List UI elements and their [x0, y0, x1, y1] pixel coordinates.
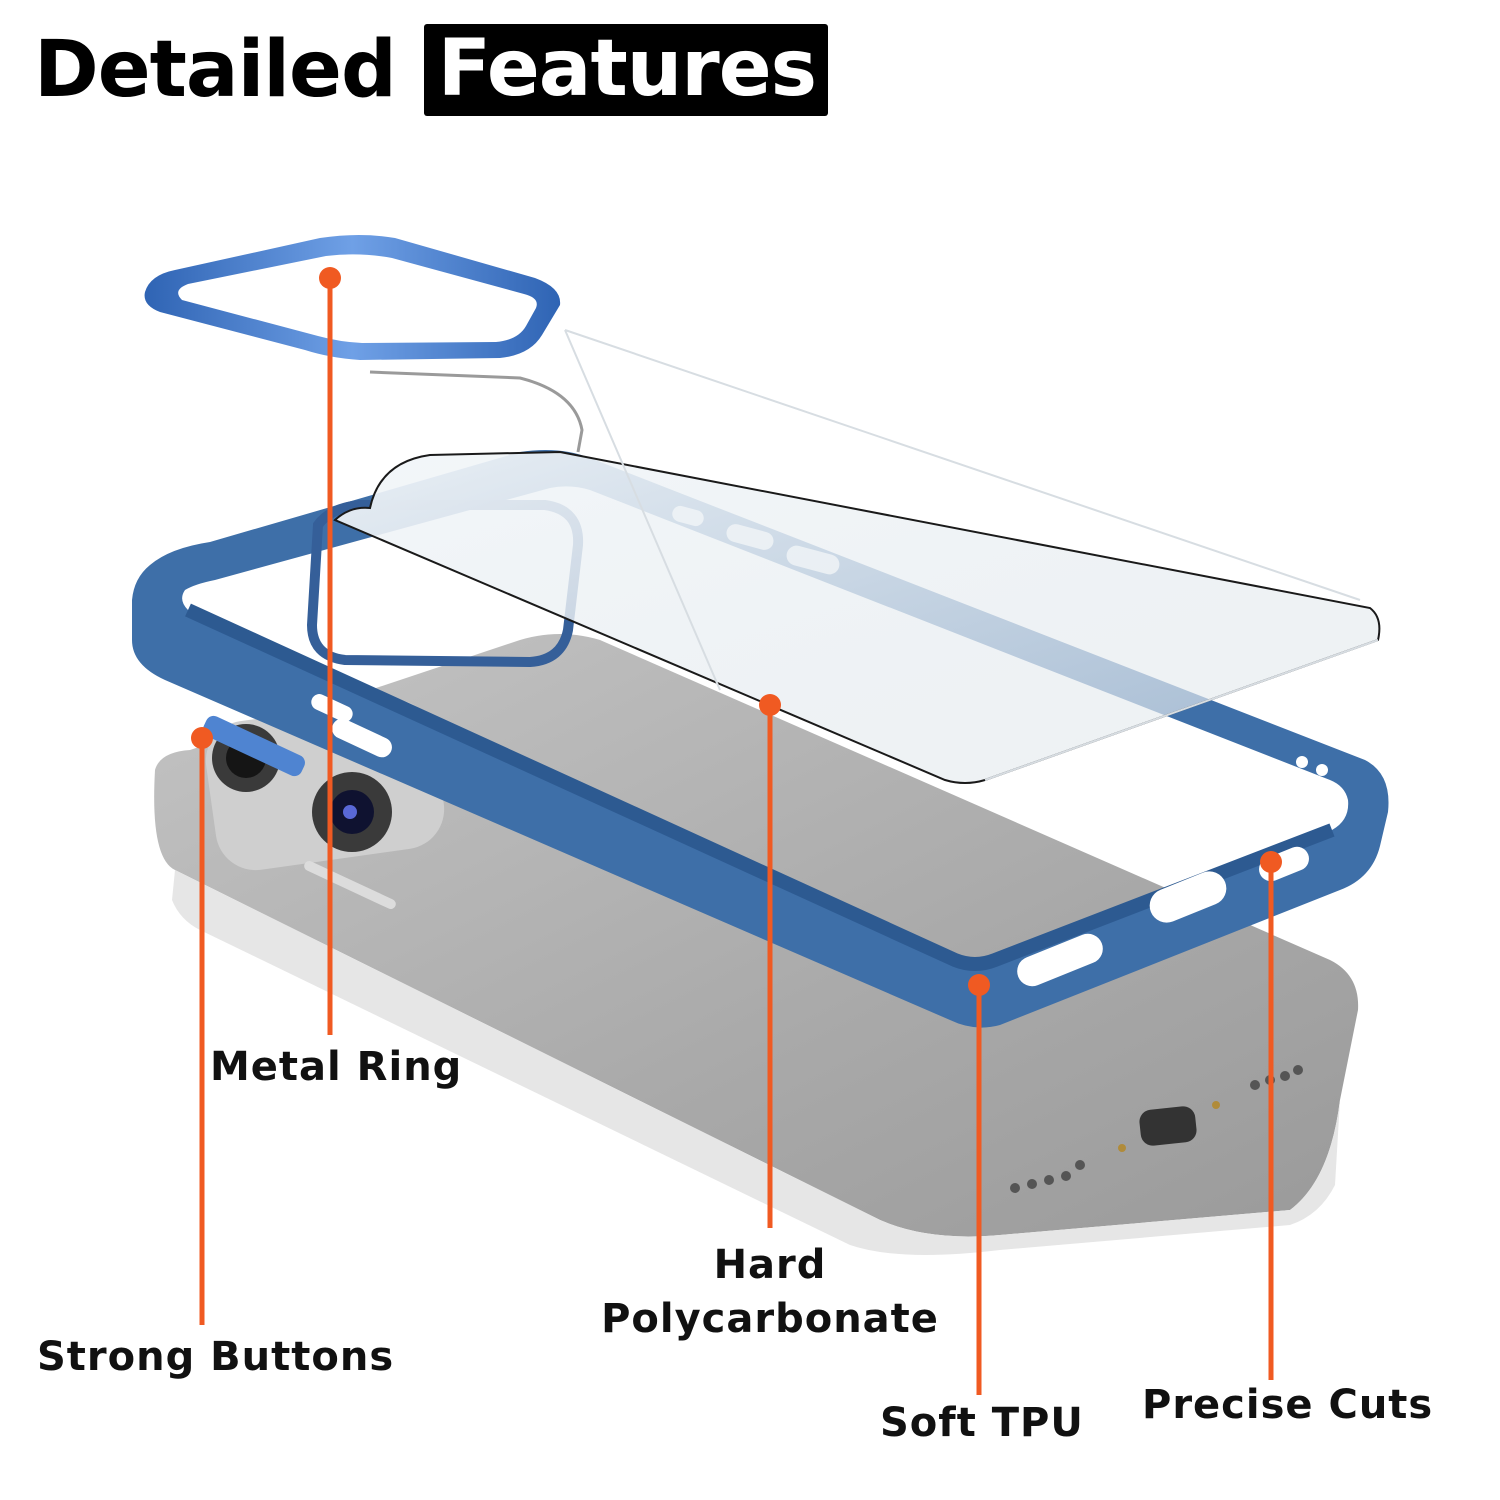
callout-label-precise-cuts: Precise Cuts — [1142, 1378, 1433, 1432]
callout-leaders — [199, 280, 1274, 1395]
callout-label-line: Hard — [713, 1242, 827, 1288]
soft-tpu-dot — [968, 974, 990, 996]
camera-lens-glass — [369, 370, 584, 453]
callout-label-line: Soft TPU — [880, 1400, 1084, 1446]
heading-word-features: Features — [423, 24, 829, 116]
callout-dots — [191, 267, 1282, 996]
polycarbonate-back — [333, 450, 1381, 784]
callout-label-line: Metal Ring — [210, 1044, 463, 1090]
side-button — [203, 715, 305, 777]
hard-polycarbonate-dot — [759, 694, 781, 716]
precise-cuts-dot — [1260, 851, 1282, 873]
callout-label-soft-tpu: Soft TPU — [880, 1396, 1084, 1450]
callout-label-strong-buttons: Strong Buttons — [37, 1330, 394, 1384]
callout-label-hard-polycarbonate: Hard Polycarbonate — [590, 1238, 950, 1346]
metal-ring — [144, 235, 561, 360]
heading-word-detailed: Detailed — [34, 25, 397, 115]
page-heading: Detailed Features — [34, 22, 829, 118]
metal-ring-dot — [319, 267, 341, 289]
callout-label-line: Precise Cuts — [1142, 1382, 1434, 1428]
callout-label-line: Strong Buttons — [37, 1334, 395, 1380]
protective-film — [564, 329, 1379, 781]
callout-label-metal-ring: Metal Ring — [210, 1040, 462, 1094]
strong-buttons-dot — [191, 727, 213, 749]
callout-label-line: Polycarbonate — [601, 1296, 939, 1342]
